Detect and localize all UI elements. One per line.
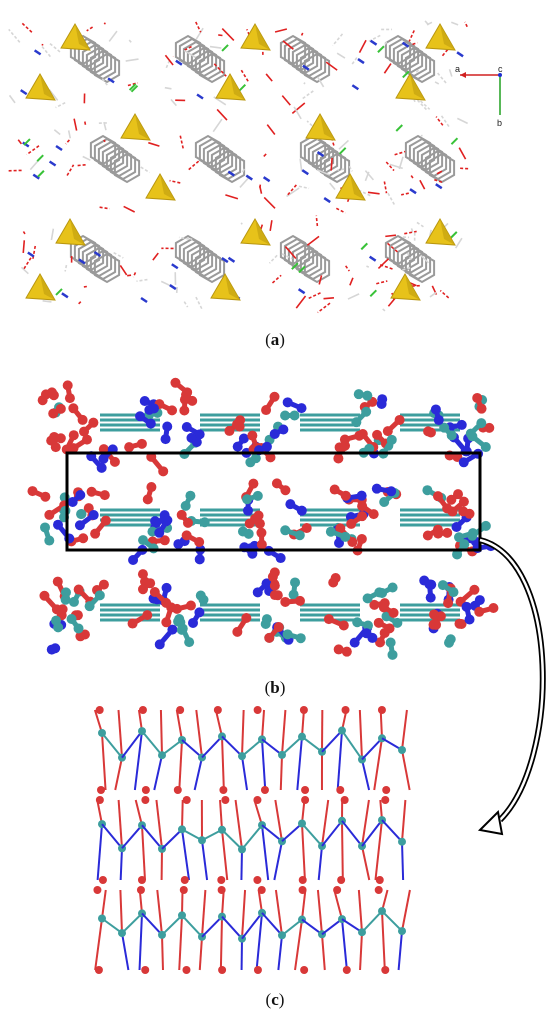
layer-network [93, 706, 411, 974]
caption-b: (b) [264, 678, 286, 697]
caption-c: (c) [265, 990, 285, 1009]
panel-b-ball-stick-network [0, 355, 550, 675]
axes-legend: a c b [455, 64, 503, 128]
axis-a-label: a [455, 64, 460, 74]
panel-c-image [93, 706, 411, 974]
axis-b-label: b [497, 118, 502, 128]
panel-c-layer-network [0, 700, 550, 985]
panel-a-crystal-packing: a c b [0, 0, 550, 325]
ball-stick-network [27, 377, 499, 660]
axis-c-dot [498, 73, 502, 77]
selection-box [65, 451, 482, 552]
panel-a-image: a c b [8, 20, 503, 314]
caption-a-letter: a [270, 330, 280, 349]
crystal-packing-structure [8, 20, 469, 314]
caption-a: (a) [265, 330, 285, 349]
axis-c-label: c [498, 64, 503, 74]
caption-b-letter: b [270, 678, 280, 697]
panel-b-image [27, 377, 499, 660]
caption-c-letter: c [271, 990, 279, 1009]
axis-a-arrowhead [460, 72, 466, 78]
